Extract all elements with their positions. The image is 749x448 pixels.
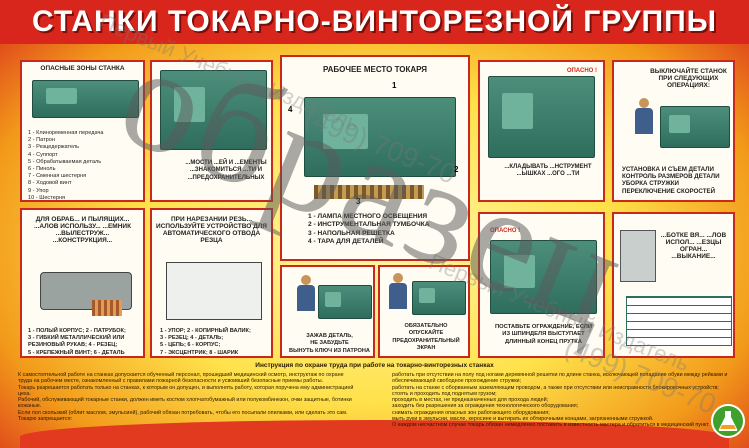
panel-chuck-key: ЗАЖАВ ДЕТАЛЬ, НЕ ЗАБУДЬТЕ ВЫНУТЬ КЛЮЧ ИЗ… — [280, 265, 375, 358]
collector-legend: 1 - ПОЛЫЙ КОРПУС; 2 - ПАТРУБОК; 3 - ГИБК… — [28, 328, 126, 356]
floor-grate — [314, 185, 424, 199]
workplace-legend: 1 - ЛАМПА МЕСТНОГО ОСВЕЩЕНИЯ 2 - ИНСТРУМ… — [308, 213, 430, 246]
instructions-title: Инструкция по охране труда при работе на… — [255, 362, 494, 369]
danger-label: ОПАСНО ! — [566, 68, 597, 74]
panel-title: ДЛЯ ОБРАБ... И ПЫЛЯЩИХ... ...АЛОВ ИСПОЛЬ… — [33, 216, 132, 244]
list-item: УБОРКА СТРУЖКИ — [622, 180, 680, 188]
lathe-illustration — [32, 80, 139, 118]
callout-number: 1 — [392, 81, 397, 90]
turn-off-list: УСТАНОВКА И СЪЕМ ДЕТАЛИ КОНТРОЛЬ РАЗМЕРО… — [622, 166, 720, 195]
panel-dust-collector: ДЛЯ ОБРАБ... И ПЫЛЯЩИХ... ...АЛОВ ИСПОЛЬ… — [20, 208, 145, 358]
flexible-hose — [92, 300, 122, 316]
panel-title: ОПАСНЫЕ ЗОНЫ СТАНКА — [40, 65, 125, 72]
panel-caption: ...КЛАДЫВАТЬ ...НСТРУМЕНТ ...ЫШКАХ ...ОГ… — [504, 164, 592, 178]
panel-danger-zones: ОПАСНЫЕ ЗОНЫ СТАНКА 1 - Клиноременная пе… — [20, 60, 145, 202]
threading-legend: 1 - УПОР; 2 - КОПИРНЫЙ ВАЛИК; 3 - РЕЗЕЦ;… — [160, 328, 251, 356]
callout-number: 3 — [356, 197, 361, 206]
lathe-illustration — [412, 281, 466, 315]
panel-title: ВЫКЛЮЧАЙТЕ СТАНОК ПРИ СЛЕДУЮЩИХ ОПЕРАЦИЯ… — [650, 68, 727, 89]
callout-number: 2 — [454, 165, 459, 174]
panel-title: ПРИ НАРЕЗАНИИ РЕЗЬ... ИСПОЛЬЗУЙТЕ УСТРОЙ… — [156, 216, 267, 244]
lathe-illustration — [488, 76, 595, 158]
panel-caption: ОБЯЗАТЕЛЬНО ОПУСКАЙТЕ ПРЕДОХРАНИТЕЛЬНЫЙ … — [392, 323, 460, 352]
callout-number: 4 — [288, 105, 293, 114]
panel-threading: ПРИ НАРЕЗАНИИ РЕЗЬ... ИСПОЛЬЗУЙТЕ УСТРОЙ… — [150, 208, 273, 358]
lathe-illustration — [490, 240, 597, 314]
panel-caption: ПОСТАВЬТЕ ОГРАЖДЕНИЕ, ЕСЛИ ИЗ ШПИНДЕЛЯ В… — [494, 324, 593, 345]
instructions-right: работать при отсутствии на полу под нога… — [392, 372, 728, 429]
panel-speed-table: ...БОТКЕ ВЯ... ...ЛОВ ИСПОЛ... ...ЕЗЦЫ О… — [612, 212, 735, 358]
workplace-illustration — [304, 97, 456, 177]
collector-diagram — [40, 272, 132, 310]
panel-safety-devices: ...МОСТИ ...ЕЙ И ...ЕМЕНТЫ ...ЗНАКОМИТЬС… — [150, 60, 273, 202]
instructions-left: К самостоятельной работе на станках допу… — [18, 372, 354, 423]
panel-workplace: РАБОЧЕЕ МЕСТО ТОКАРЯ 4 1 2 3 1 - ЛАМПА М… — [280, 55, 470, 261]
panel-guard: ОПАСНО ! ПОСТАВЬТЕ ОГРАЖДЕНИЕ, ЕСЛИ ИЗ Ш… — [478, 212, 605, 358]
panel-caption: ...МОСТИ ...ЕЙ И ...ЕМЕНТЫ ...ЗНАКОМИТЬС… — [185, 160, 267, 181]
list-item: УСТАНОВКА И СЪЕМ ДЕТАЛИ — [622, 166, 714, 173]
panel-caption: ЗАЖАВ ДЕТАЛЬ, НЕ ЗАБУДЬТЕ ВЫНУТЬ КЛЮЧ ИЗ… — [289, 333, 370, 354]
lathe-illustration — [160, 70, 267, 150]
danger-zones-legend: 1 - Клиноременная передача 2 - Патрон 3 … — [28, 130, 104, 201]
threading-diagram — [166, 262, 262, 320]
panel-screen: ОБЯЗАТЕЛЬНО ОПУСКАЙТЕ ПРЕДОХРАНИТЕЛЬНЫЙ … — [378, 265, 470, 358]
cutter-illustration — [620, 230, 656, 282]
list-item: КОНТРОЛЬ РАЗМЕРОВ ДЕТАЛИ — [622, 173, 720, 181]
speed-table — [626, 296, 732, 346]
panel-tools: ОПАСНО ! ...КЛАДЫВАТЬ ...НСТРУМЕНТ ...ЫШ… — [478, 60, 605, 202]
panel-title: РАБОЧЕЕ МЕСТО ТОКАРЯ — [322, 65, 428, 74]
bottom-wave — [20, 420, 729, 448]
panel-turn-off: ВЫКЛЮЧАЙТЕ СТАНОК ПРИ СЛЕДУЮЩИХ ОПЕРАЦИЯ… — [612, 60, 735, 202]
worker-illustration — [296, 275, 316, 311]
instructions: Инструкция по охране труда при работе на… — [8, 362, 741, 445]
lathe-illustration — [660, 106, 730, 148]
lathe-illustration — [318, 285, 372, 319]
panel-title: ...БОТКЕ ВЯ... ...ЛОВ ИСПОЛ... ...ЕЗЦЫ О… — [660, 232, 727, 260]
worker-illustration — [634, 98, 654, 134]
flask-logo-icon — [711, 404, 745, 438]
worker-illustration — [388, 273, 408, 309]
list-item: ПЕРЕКЛЮЧЕНИЕ СКОРОСТЕЙ — [622, 187, 716, 195]
danger-label: ОПАСНО ! — [490, 228, 521, 234]
poster-title: СТАНКИ ТОКАРНО-ВИНТОРЕЗНОЙ ГРУППЫ — [0, 0, 749, 44]
